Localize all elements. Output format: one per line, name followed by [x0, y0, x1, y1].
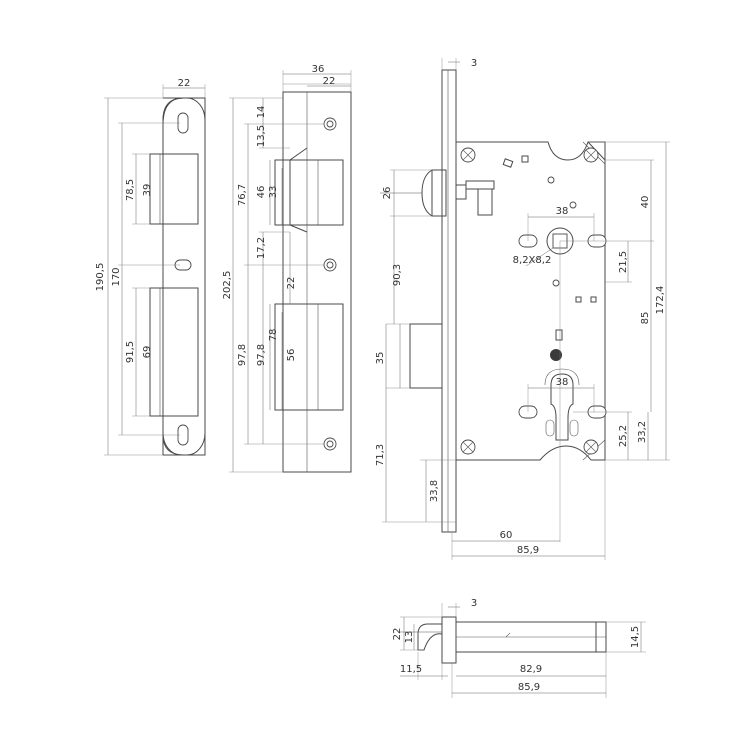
dim-bottom-latch-throw: 11,5	[400, 664, 422, 675]
dim-lock-bottom-small: 33,8	[429, 480, 440, 502]
dim-strike2-mid-gap: 17,2	[256, 237, 267, 259]
dim-lock-latch-deadbolt: 90,3	[392, 264, 403, 286]
dim-strike2-lower-height-b: 97,8	[256, 344, 267, 366]
dim-bottom-thickness: 14,5	[630, 626, 641, 648]
dim-lock-body-width: 85,9	[517, 545, 539, 556]
dim-strike2-top-hole: 14	[256, 106, 267, 119]
dim-bottom-body-depth: 82,9	[520, 664, 542, 675]
dim-lock-cylinder-spacing: 38	[556, 377, 569, 388]
dim-lock-right-top: 40	[640, 196, 651, 209]
dim-strike1-holes: 170	[111, 267, 122, 286]
dim-strike1-width: 22	[178, 78, 191, 89]
dim-lock-bottom: 71,3	[375, 444, 386, 466]
dim-lock-right-total: 172,4	[655, 286, 666, 315]
dim-lock-right-spindle: 21,5	[618, 251, 629, 273]
dim-lock-spindle-size: 8,2X8,2	[513, 255, 552, 266]
dim-strike2-total-width: 36	[312, 64, 325, 75]
lock-body-front: 3 26 90,3 35 71,3 33,8 38 8,2X8,2 38 40 …	[375, 58, 670, 560]
dim-bottom-latch-inner: 13	[404, 631, 415, 644]
dim-strike2-width: 22	[323, 76, 336, 87]
dim-strike1-lower-inner: 69	[142, 346, 153, 359]
strike-plate-2: 36 22 202,5 14 13,5 76,7 46 33 17,2 22 9…	[222, 64, 352, 473]
dim-strike2-upper-opening: 46	[256, 186, 267, 199]
dim-strike2-top-edge: 13,5	[256, 125, 267, 147]
dim-bottom-total-width: 85,9	[518, 682, 540, 693]
dim-lock-spindle-spacing: 38	[556, 206, 569, 217]
dim-strike1-total: 190,5	[95, 263, 106, 292]
dim-lock-deadbolt: 35	[375, 352, 386, 365]
dim-bottom-faceplate: 3	[471, 598, 477, 609]
dim-strike2-lower-inner: 56	[286, 349, 297, 362]
strike-plate-1: 22 190,5 170 78,5 39 91,5 69	[95, 78, 206, 456]
dim-lock-backset: 60	[500, 530, 513, 541]
dim-strike2-top-section: 76,7	[237, 184, 248, 206]
dim-lock-faceplate: 3	[471, 58, 477, 69]
dim-lock-right-cyl-bottom: 33,2	[637, 421, 648, 443]
dim-lock-right-centers: 85	[640, 312, 651, 325]
dim-strike1-upper: 78,5	[125, 179, 136, 201]
dim-strike2-lower-height: 97,8	[237, 344, 248, 366]
dim-strike2-mid-gap-inner: 22	[286, 277, 297, 290]
dim-strike2-lower-opening: 78	[268, 329, 279, 342]
dim-lock-latch: 26	[382, 187, 393, 200]
dim-strike1-upper-inner: 39	[142, 184, 153, 197]
dim-strike2-upper-inner: 33	[268, 186, 279, 199]
lock-body-bottom: 3 22 13 11,5 82,9 85,9 14,5	[392, 598, 646, 698]
dim-bottom-latch-width: 22	[392, 628, 403, 641]
dim-strike2-total-height: 202,5	[222, 271, 233, 300]
dim-lock-right-cyl: 25,2	[618, 425, 629, 447]
dim-strike1-lower: 91,5	[125, 341, 136, 363]
